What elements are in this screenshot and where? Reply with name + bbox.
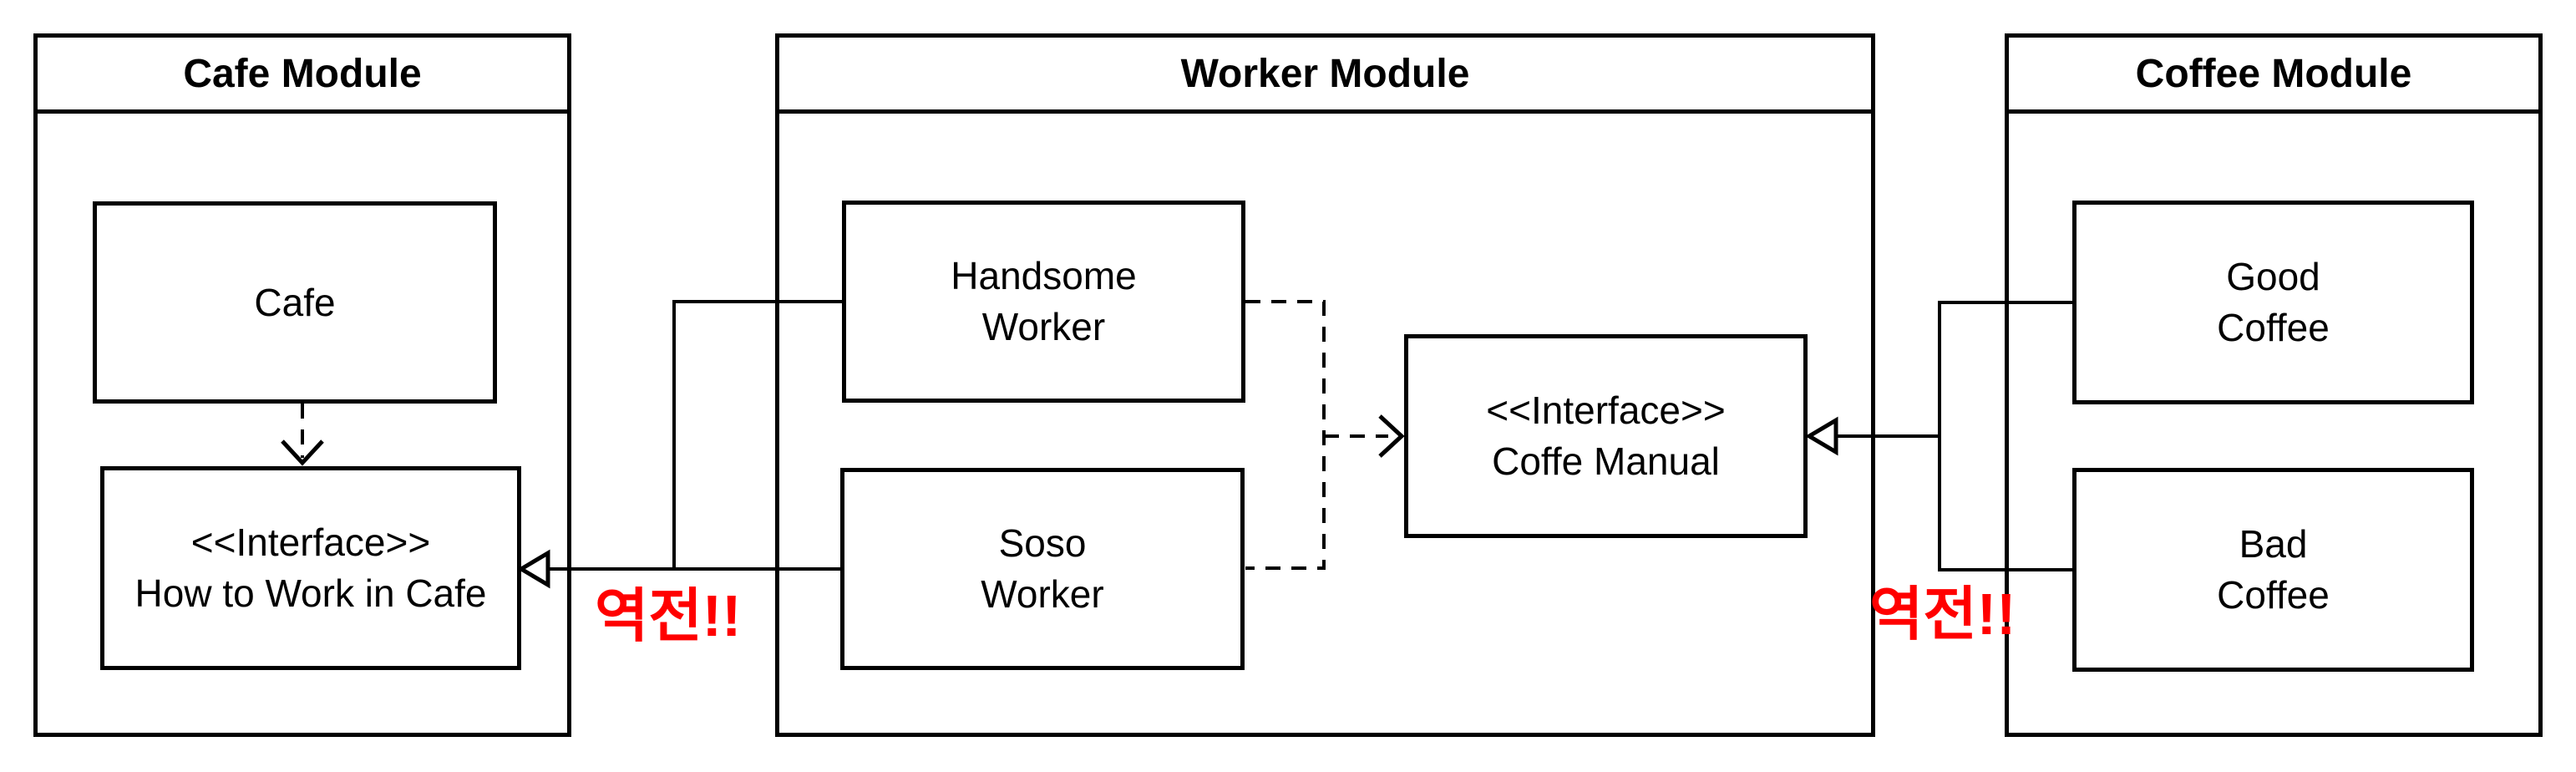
handsome-worker-label-line2: Worker <box>981 305 1106 348</box>
reversal-annotation-right: 역전!! <box>1869 582 2016 647</box>
interface-stereotype-label: <<Interface>> <box>1486 389 1726 432</box>
coffee-module-title-text: Coffee Module <box>2135 51 2412 96</box>
coffee-module: Coffee Module <box>2005 33 2543 737</box>
handsome-worker-class-box: Handsome Worker <box>842 201 1245 403</box>
cafe-module-title-text: Cafe Module <box>183 51 422 96</box>
soso-worker-label-line1: Soso <box>998 521 1087 565</box>
worker-module-title: Worker Module <box>779 38 1871 114</box>
worker-module-title-text: Worker Module <box>1180 51 1470 96</box>
how-to-work-in-cafe-interface-box: <<Interface>> How to Work in Cafe <box>100 466 521 670</box>
coffe-manual-label: Coffe Manual <box>1492 439 1720 483</box>
handsome-worker-label-line1: Handsome <box>951 254 1137 297</box>
cafe-class-box: Cafe <box>93 201 497 404</box>
coffe-manual-interface-box: <<Interface>> Coffe Manual <box>1404 334 1808 538</box>
bad-coffee-label-line1: Bad <box>2239 522 2308 566</box>
cafe-module-title: Cafe Module <box>38 38 567 114</box>
good-coffee-class-box: Good Coffee <box>2072 201 2474 404</box>
good-coffee-label-line1: Good <box>2226 255 2320 298</box>
interface-stereotype-label: <<Interface>> <box>190 521 431 564</box>
bad-coffee-label-line2: Coffee <box>2217 573 2330 617</box>
soso-worker-class-box: Soso Worker <box>840 468 1245 670</box>
bad-coffee-class-box: Bad Coffee <box>2072 468 2474 672</box>
cafe-class-label: Cafe <box>254 280 336 324</box>
reversal-annotation-left: 역전!! <box>595 583 742 648</box>
how-to-work-in-cafe-label: How to Work in Cafe <box>134 571 487 615</box>
cafe-module: Cafe Module <box>33 33 571 737</box>
good-coffee-label-line2: Coffee <box>2217 306 2330 349</box>
coffee-module-title: Coffee Module <box>2009 38 2538 114</box>
soso-worker-label-line2: Worker <box>981 572 1104 616</box>
